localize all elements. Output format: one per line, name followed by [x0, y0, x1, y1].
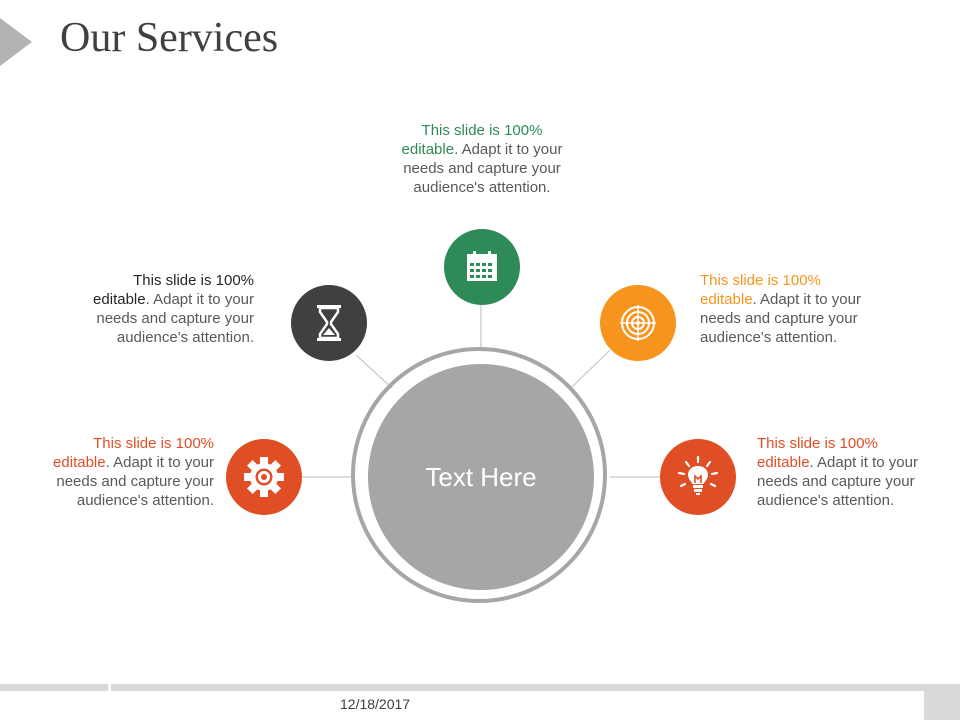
- hourglass-icon: [317, 305, 341, 341]
- hourglass-node: [291, 285, 367, 361]
- lightbulb-node: [660, 439, 736, 515]
- target-node: [600, 285, 676, 361]
- lightbulb-icon: [677, 455, 719, 495]
- gear-text-body: . Adapt it to your needs and capture you…: [56, 454, 214, 509]
- center-label: Text Here: [425, 461, 537, 492]
- gear-text: This slide is 100% editable. Adapt it to…: [44, 434, 214, 510]
- gear-icon: [244, 457, 284, 497]
- lightbulb-text: This slide is 100% editable. Adapt it to…: [757, 434, 927, 510]
- calendar-text-body: . Adapt it to your needs and capture you…: [403, 141, 563, 196]
- hourglass-text-body: . Adapt it to your needs and capture you…: [96, 291, 254, 346]
- footer-bar: [0, 684, 924, 691]
- footer-date: 12/18/2017: [340, 696, 411, 712]
- hourglass-text-highlight: This slide is 100% editable: [93, 272, 254, 308]
- target-text-highlight: This slide is 100% editable: [700, 272, 821, 308]
- center-ring: [351, 347, 607, 603]
- footer-corner-box: [924, 684, 960, 720]
- calendar-icon: [467, 251, 497, 281]
- center-circle: Text Here: [368, 364, 594, 590]
- connector-line-hourglass: [355, 354, 393, 389]
- page-title: Our Services: [60, 15, 279, 61]
- calendar-node: [444, 229, 520, 305]
- target-icon: [620, 305, 656, 341]
- title-arrow-decoration: [0, 18, 32, 66]
- calendar-text: This slide is 100% editable. Adapt it to…: [397, 121, 567, 197]
- hourglass-text: This slide is 100% editable. Adapt it to…: [84, 271, 254, 347]
- target-text: This slide is 100% editable. Adapt it to…: [700, 271, 870, 347]
- target-text-body: . Adapt it to your needs and capture you…: [700, 291, 861, 346]
- gear-node: [226, 439, 302, 515]
- lightbulb-text-body: . Adapt it to your needs and capture you…: [757, 454, 918, 509]
- gear-text-highlight: This slide is 100% editable: [53, 435, 214, 471]
- calendar-text-highlight: This slide is 100% editable: [401, 122, 543, 158]
- footer-notch: [108, 684, 111, 691]
- connector-line-target: [571, 349, 611, 388]
- lightbulb-text-highlight: This slide is 100% editable: [757, 435, 878, 471]
